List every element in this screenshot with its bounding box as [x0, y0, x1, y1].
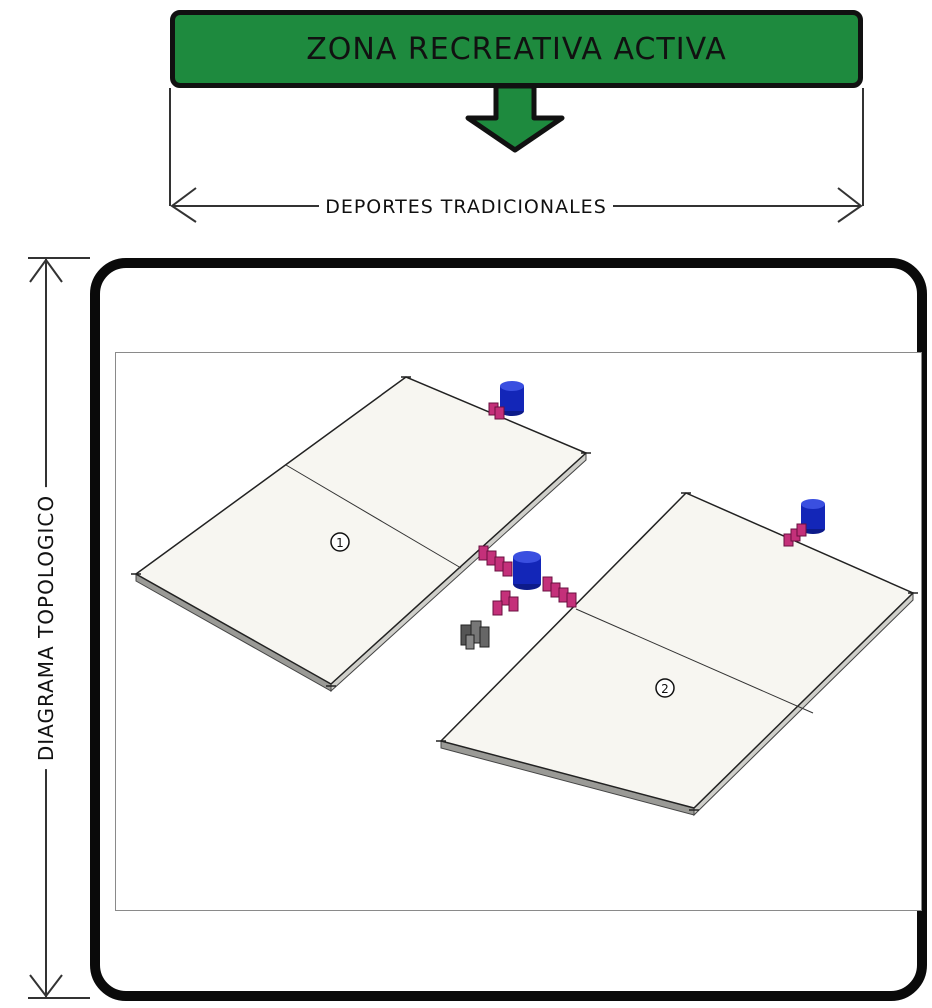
width-dimension-text: DEPORTES TRADICIONALES [319, 196, 613, 218]
bin-cluster-center [478, 545, 577, 616]
topology-viewport: 1 2 [115, 352, 922, 911]
courts-scene: 1 2 [131, 376, 918, 817]
corner-marks [131, 376, 918, 811]
court-number-1: 1 [330, 532, 350, 552]
down-arrow-icon [465, 83, 565, 153]
court-number-1-text: 1 [336, 536, 344, 550]
diagram-frame [90, 258, 927, 1001]
width-dimension-label: DEPORTES TRADICIONALES [0, 196, 932, 218]
zone-title-banner: ZONA RECREATIVA ACTIVA [170, 10, 863, 88]
height-dimension-label: DIAGRAMA TOPOLOGICO [34, 486, 58, 770]
court-2 [439, 492, 915, 817]
court-1 [134, 376, 588, 693]
court-number-2-text: 2 [661, 682, 669, 696]
zone-title: ZONA RECREATIVA ACTIVA [306, 31, 727, 67]
court-number-2: 2 [655, 678, 675, 698]
grey-blocks [460, 620, 490, 650]
bin-cluster-top [488, 381, 524, 420]
bin-cluster-right [783, 499, 825, 547]
